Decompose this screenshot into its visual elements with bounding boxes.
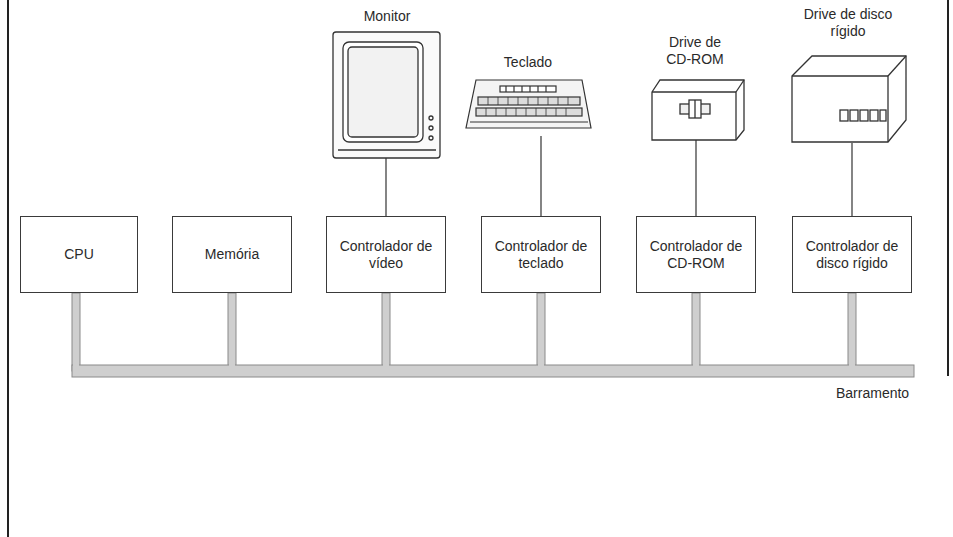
cpu-box: CPU	[20, 216, 138, 293]
frame-line	[7, 0, 9, 537]
box-label: Memória	[205, 246, 259, 263]
cdrom-drive: Drive de CD-ROM	[640, 34, 750, 140]
keyboard-device: Teclado	[462, 54, 594, 136]
device-label: Drive de CD-ROM	[655, 34, 735, 68]
box-label: CPU	[64, 246, 94, 263]
device-label: Monitor	[364, 8, 411, 25]
hard-disk-drive-picture	[792, 56, 906, 142]
cable-line	[851, 143, 852, 216]
box-label: Controlador de CD-ROM	[643, 238, 749, 272]
cable-line	[695, 140, 696, 216]
controller-box: Controlador de disco rígido	[792, 216, 912, 293]
cdrom-drive-picture	[652, 80, 744, 140]
controller-box: Controlador de teclado	[481, 216, 601, 293]
device-label: Drive de disco rígido	[800, 6, 896, 40]
cable-line	[540, 136, 541, 216]
box-label: Controlador de vídeo	[333, 238, 439, 272]
monitor-picture	[333, 32, 440, 158]
cable-line	[385, 158, 386, 216]
box-label: Controlador de teclado	[488, 238, 594, 272]
controller-box: Controlador de vídeo	[326, 216, 446, 293]
bus	[72, 293, 914, 377]
memory-box: Memória	[172, 216, 292, 293]
keyboard-picture	[466, 80, 591, 128]
hard-disk-drive: Drive de disco rígido	[785, 6, 911, 143]
frame-line	[947, 0, 949, 376]
box-label: Controlador de disco rígido	[799, 238, 905, 272]
monitor-device: Monitor	[330, 8, 444, 158]
controller-box: Controlador de CD-ROM	[636, 216, 756, 293]
bus-label: Barramento	[836, 385, 909, 402]
device-label: Teclado	[504, 54, 552, 71]
